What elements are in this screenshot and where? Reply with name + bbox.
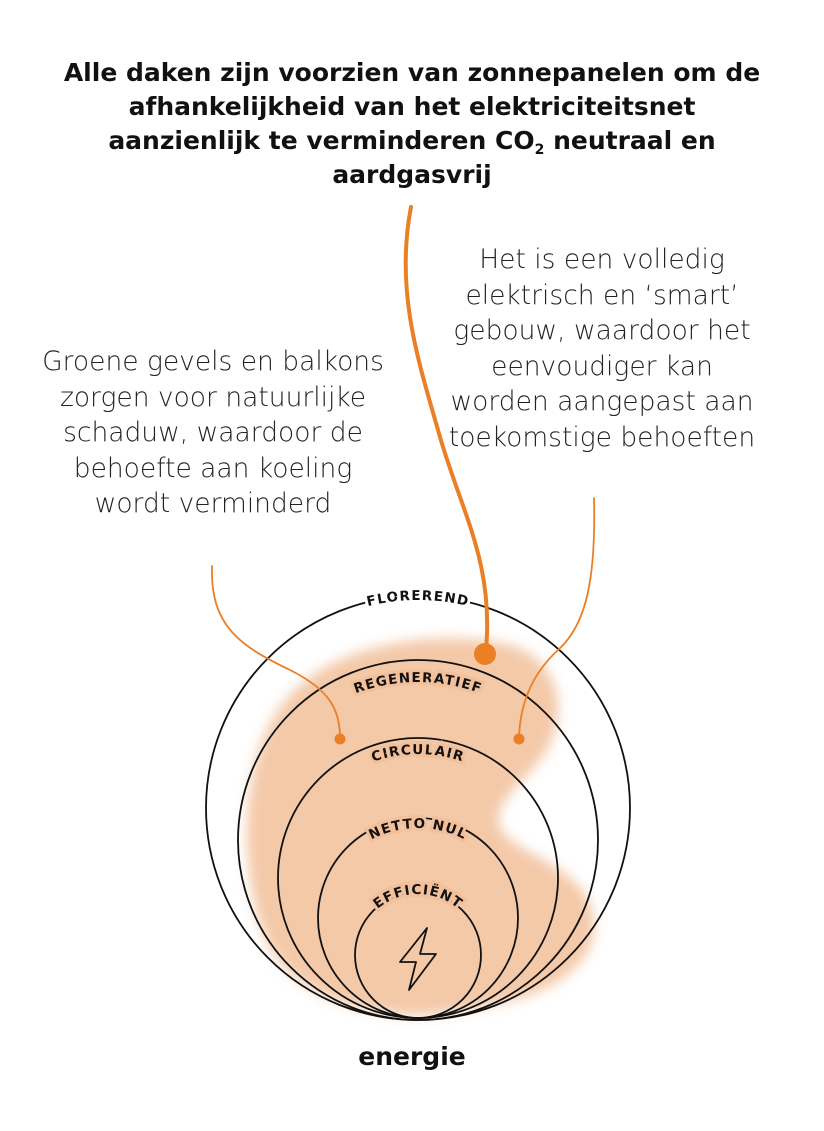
- ring-efficient: [354, 891, 482, 1019]
- ring-label-florerend: FLOREREND: [365, 588, 471, 610]
- ring-regeneratief: [237, 659, 599, 1021]
- note-smart-building: Het is een volledig elektrisch en ‘smart…: [448, 244, 756, 453]
- headline: Alle daken zijn voorzien van zonnepanele…: [60, 56, 764, 192]
- leader-line-left: [211, 565, 341, 739]
- headline-subscript: 2: [534, 142, 545, 158]
- leader-dot-headline: [474, 643, 496, 665]
- leader-dot-left: [334, 733, 346, 745]
- lightning-bolt-icon: [399, 927, 437, 991]
- leader-line-right: [518, 497, 596, 739]
- highlight-blob: [246, 638, 594, 1016]
- headline-text: Alle daken zijn voorzien van zonnepanele…: [63, 58, 761, 155]
- leader-line-headline: [403, 205, 490, 652]
- energie-label: energie: [358, 1042, 466, 1071]
- headline-text-end: neutraal en aardgasvrij: [332, 126, 716, 189]
- leader-dot-right: [513, 733, 525, 745]
- note-green-facades: Groene gevels en balkons zorgen voor nat…: [42, 346, 384, 519]
